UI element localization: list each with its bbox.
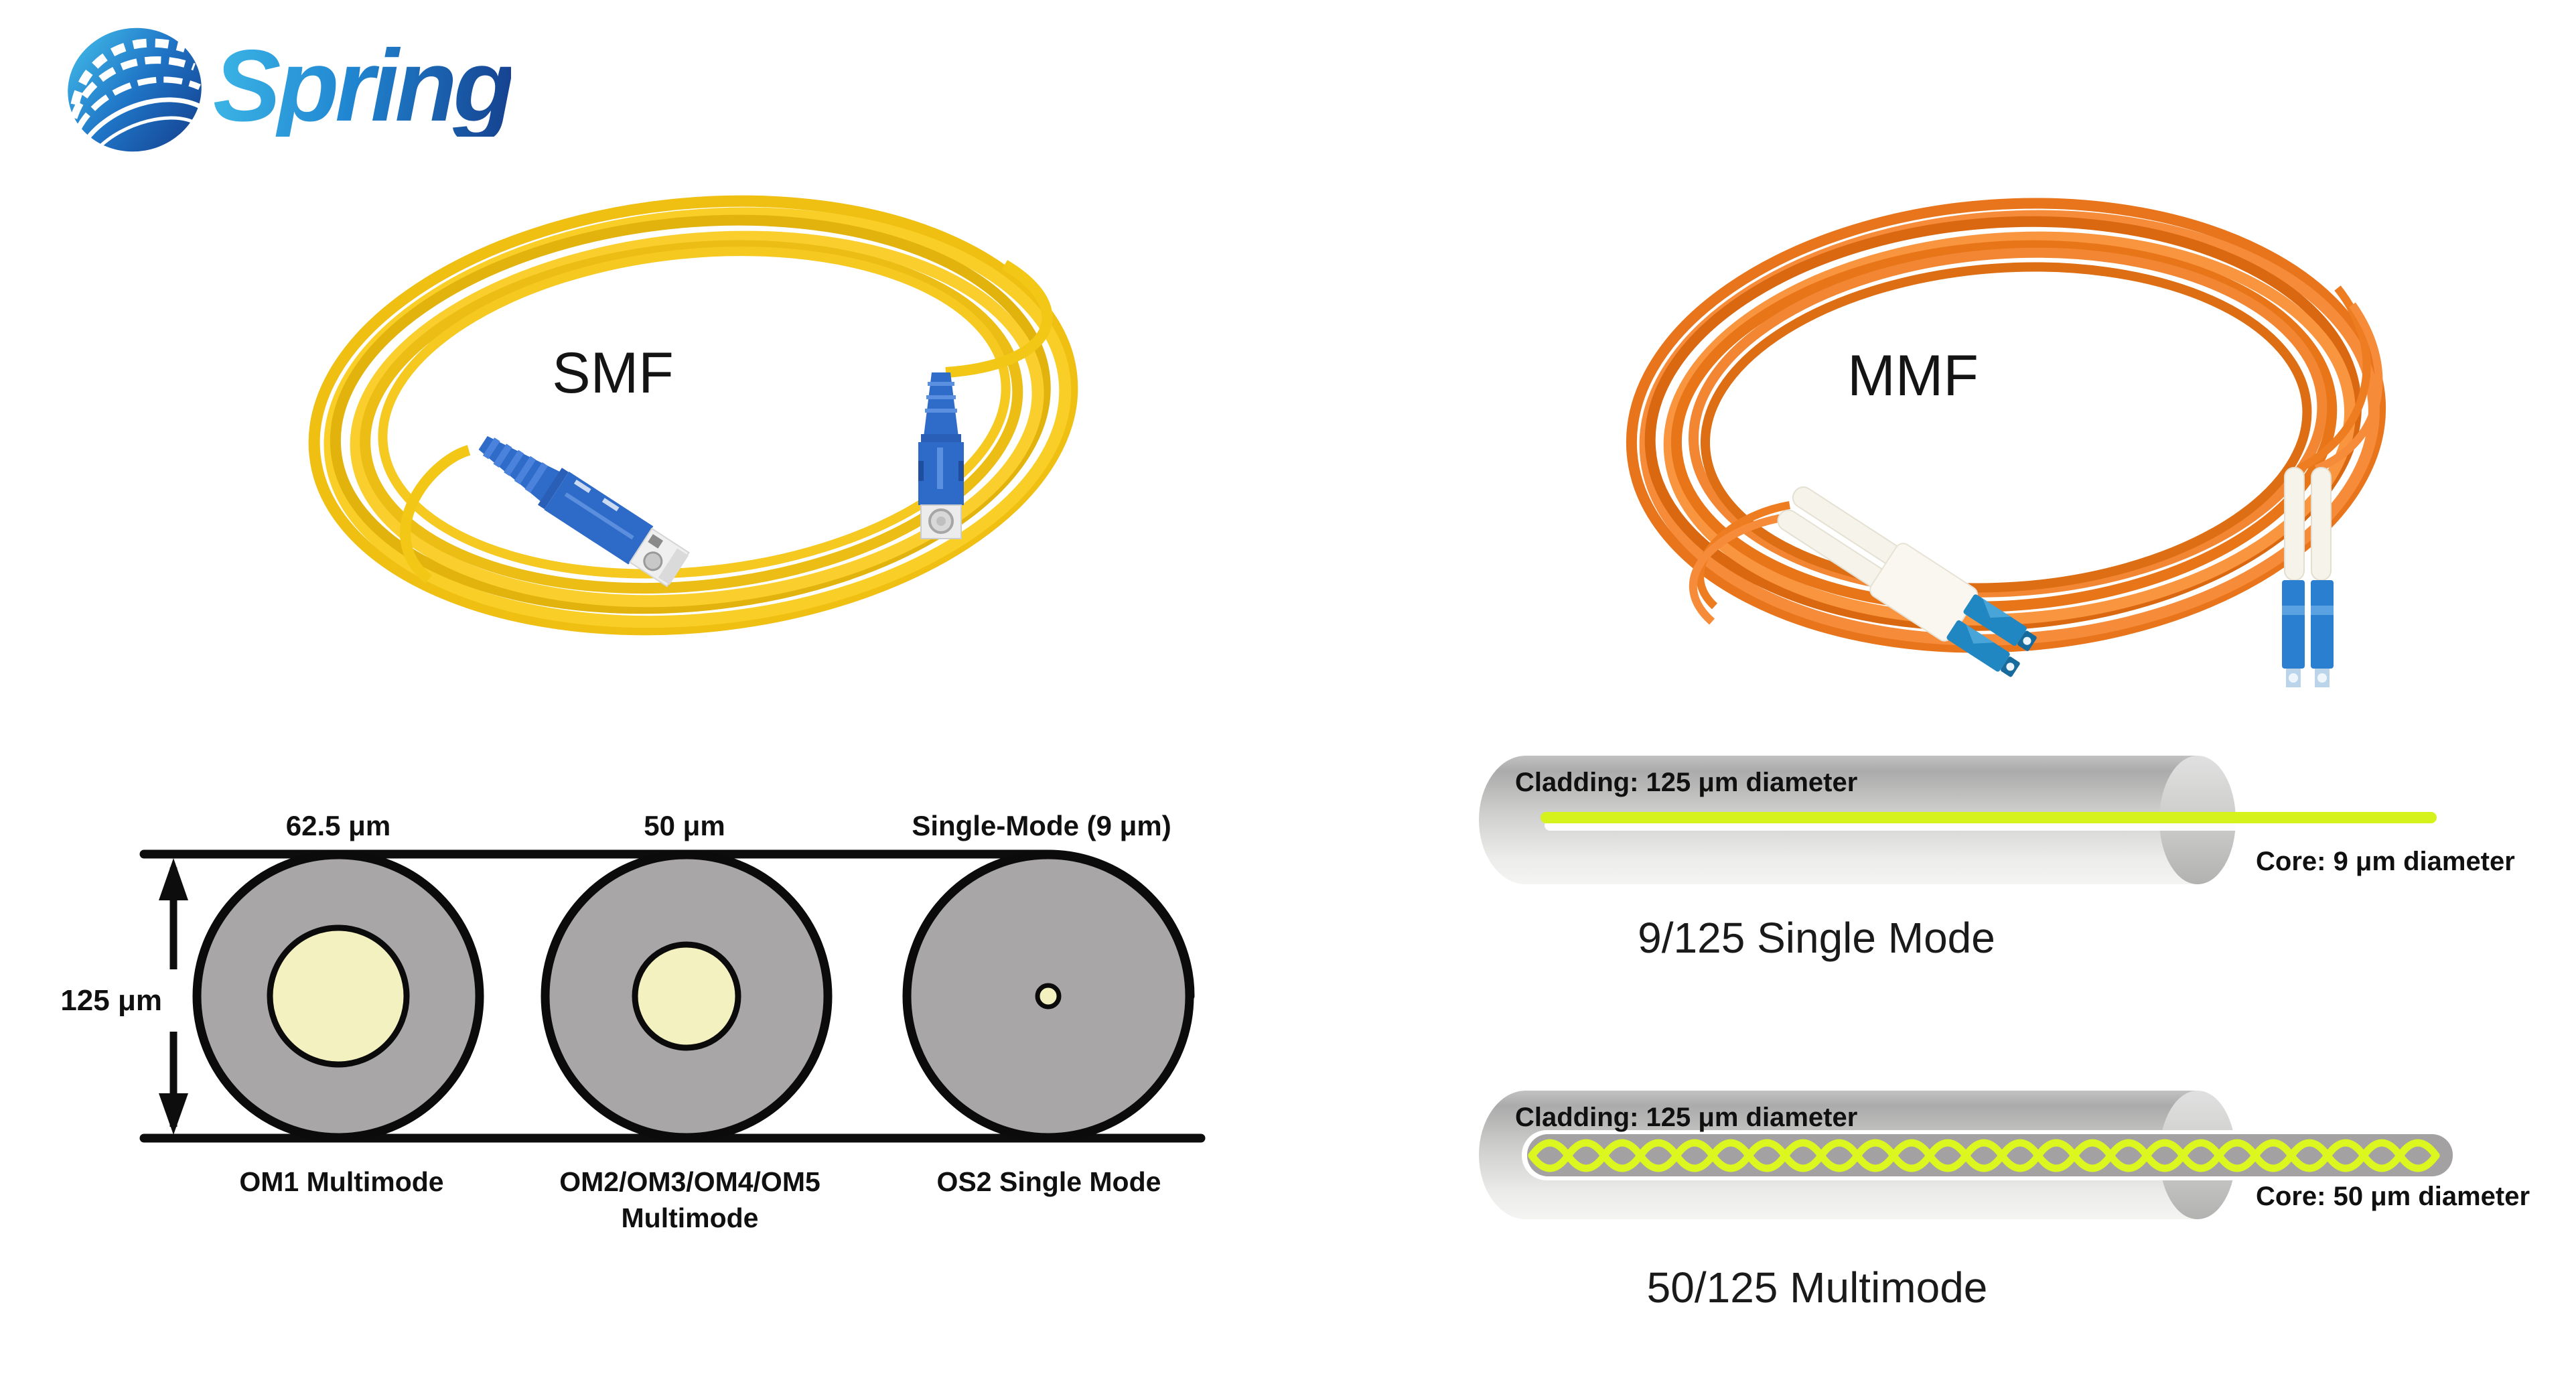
os2-cross-section xyxy=(902,850,1194,1142)
mmf-cable-photo xyxy=(1626,198,2386,687)
mmf-lc-connector-right xyxy=(2282,467,2334,687)
smf-label: SMF xyxy=(552,341,674,405)
dimension-arrow-125um xyxy=(159,858,188,1135)
spring-logo-icon xyxy=(68,27,203,152)
single-mode-core-label: Core: 9 μm diameter xyxy=(2256,847,2515,876)
single-mode-diameter-label: Single-Mode (9 μm) xyxy=(912,810,1171,841)
smf-sc-connector-bottom xyxy=(478,436,690,588)
smf-sc-connector-right xyxy=(918,372,964,539)
om2-name-label-line2: Multimode xyxy=(621,1202,759,1233)
multimode-cylinder-diagram xyxy=(1479,1091,2458,1219)
multimode-cladding-label: Cladding: 125 μm diameter xyxy=(1515,1103,1858,1132)
om2-diameter-label: 50 μm xyxy=(644,810,725,841)
single-mode-cylinder-diagram xyxy=(1479,756,2450,884)
single-mode-core-ray xyxy=(1541,812,2437,823)
mmf-lc-connector-bottom xyxy=(1777,486,2037,677)
om1-diameter-label: 62.5 μm xyxy=(285,810,391,841)
multimode-title: 50/125 Multimode xyxy=(1646,1263,1988,1312)
om1-name-label: OM1 Multimode xyxy=(239,1166,444,1197)
smf-cable-photo xyxy=(308,195,1078,636)
om2-name-label-line1: OM2/OM3/OM4/OM5 xyxy=(559,1166,820,1197)
multimode-core-label: Core: 50 μm diameter xyxy=(2256,1182,2530,1211)
logo-wordmark: Spring xyxy=(213,29,515,143)
multimode-light-path-a xyxy=(1528,1139,2440,1172)
mmf-label: MMF xyxy=(1847,344,1979,408)
single-mode-cladding-label: Cladding: 125 μm diameter xyxy=(1515,768,1858,797)
om1-cross-section xyxy=(192,850,484,1142)
single-mode-title: 9/125 Single Mode xyxy=(1638,914,1995,962)
fiber-cross-section-diagram xyxy=(139,849,1206,1143)
cladding-dimension-label: 125 μm xyxy=(60,984,162,1017)
os2-name-label: OS2 Single Mode xyxy=(936,1166,1161,1197)
om2-om5-cross-section xyxy=(541,850,833,1142)
multimode-light-path-b xyxy=(1528,1139,2440,1172)
